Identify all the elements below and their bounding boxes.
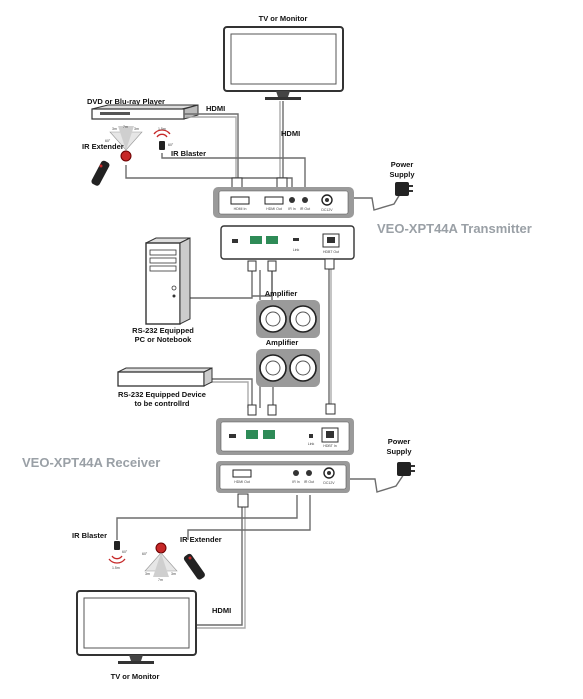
ir-blaster-bottom: 60° 1.5m <box>108 541 128 570</box>
power-adapter-bottom <box>397 462 415 476</box>
receiver-label: VEO-XPT44A Receiver <box>22 455 160 470</box>
power-supply-bottom-label-1: Power <box>388 437 411 446</box>
tv-top <box>223 26 344 100</box>
svg-text:IR In: IR In <box>292 480 299 484</box>
remote-control-top <box>91 160 110 186</box>
power-adapter-top <box>395 182 413 196</box>
tv-bottom-label: TV or Monitor <box>111 672 160 681</box>
svg-text:3m: 3m <box>112 127 117 131</box>
transmitter-label: VEO-XPT44A Transmitter <box>377 221 532 236</box>
svg-text:1.5m: 1.5m <box>158 127 166 131</box>
hdmi-label-2: HDMI <box>281 129 300 138</box>
dvd-label: DVD or Blu-ray Player <box>87 97 165 106</box>
power-supply-bottom-label-2: Supply <box>386 447 412 456</box>
amplifier-2-label: Amplifier <box>266 338 299 347</box>
tv-top-label: TV or Monitor <box>259 14 308 23</box>
remote-control-bottom <box>183 553 205 580</box>
svg-text:3m: 3m <box>145 572 150 576</box>
ir-blaster-top-label: IR Blaster <box>171 149 206 158</box>
svg-text:60°: 60° <box>168 143 174 147</box>
transmitter-rear: Link HDBT Out <box>220 225 355 260</box>
svg-text:3m: 3m <box>134 127 139 131</box>
hdmi-label-3: HDMI <box>212 606 231 615</box>
svg-text:60°: 60° <box>122 550 128 554</box>
svg-text:HDMI Out: HDMI Out <box>266 207 282 211</box>
svg-text:IR In: IR In <box>288 207 295 211</box>
ir-extender-bottom: 60° 3m 7m 3m <box>142 542 178 582</box>
tv-bottom <box>76 590 197 664</box>
amplifier-2 <box>256 349 320 387</box>
amplifier-1 <box>256 300 320 338</box>
ir-extender-top-label: IR Extender <box>82 142 124 151</box>
receiver-rear: Link HDBT In <box>216 418 354 455</box>
svg-text:DC12V: DC12V <box>323 481 335 485</box>
pc-tower <box>145 237 191 325</box>
rs232-device <box>117 367 213 387</box>
hdmi-label-1: HDMI <box>206 104 225 113</box>
svg-text:7m: 7m <box>123 125 128 129</box>
power-supply-top-label-2: Supply <box>389 170 415 179</box>
ir-extender-bottom-label: IR Extender <box>180 535 222 544</box>
power-supply-top-label-1: Power <box>391 160 414 169</box>
amplifier-1-label: Amplifier <box>265 289 298 298</box>
svg-text:IR Out: IR Out <box>300 207 310 211</box>
rs232-device-label-1: RS-232 Equipped Device <box>118 390 206 399</box>
svg-text:Link: Link <box>293 248 300 252</box>
svg-text:Link: Link <box>308 442 315 446</box>
rs232-device-label-2: to be controllrd <box>135 399 190 408</box>
ir-extender-top: 3m 7m 3m 60° <box>105 125 143 162</box>
svg-text:HDMI Out: HDMI Out <box>234 480 250 484</box>
svg-text:IR Out: IR Out <box>304 480 314 484</box>
svg-text:HDBT Out: HDBT Out <box>323 250 339 254</box>
svg-text:7m: 7m <box>158 578 163 582</box>
ir-blaster-bottom-label: IR Blaster <box>72 531 107 540</box>
transmitter-front: HDMI In HDMI Out IR In IR Out DC12V <box>213 187 354 218</box>
svg-text:HDBT In: HDBT In <box>323 444 336 448</box>
svg-text:60°: 60° <box>142 552 148 556</box>
svg-text:DC12V: DC12V <box>321 208 333 212</box>
svg-text:1.5m: 1.5m <box>112 566 120 570</box>
ir-blaster-top: 1.5m 60° <box>153 127 174 150</box>
pc-label-2: PC or Notebook <box>135 335 192 344</box>
pc-label-1: RS-232 Equipped <box>132 326 194 335</box>
cables <box>116 101 405 629</box>
dvd-player <box>91 104 199 120</box>
svg-text:HDMI In: HDMI In <box>234 207 247 211</box>
receiver-front: HDMI Out IR In IR Out DC12V <box>216 461 350 493</box>
svg-text:3m: 3m <box>171 572 176 576</box>
svg-text:60°: 60° <box>105 139 111 143</box>
